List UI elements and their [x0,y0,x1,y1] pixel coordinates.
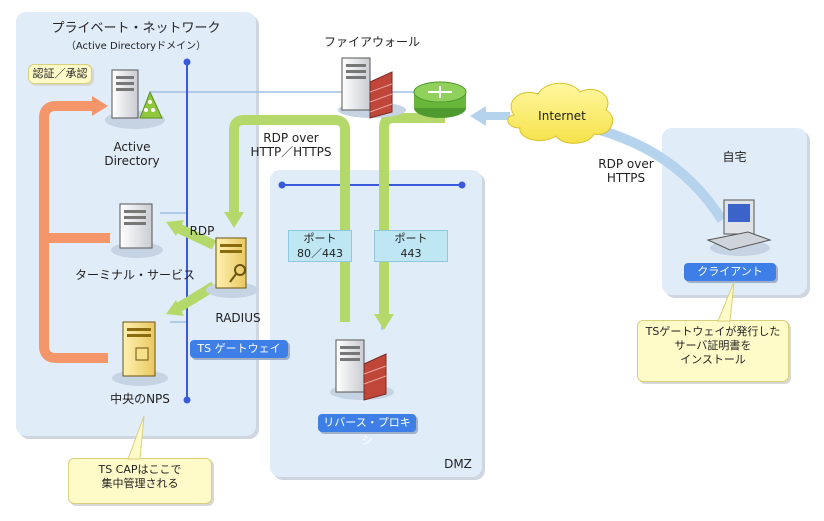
certificate-note: TSゲートウェイが発行した サーバ証明書を インストール [637,320,789,382]
dmz-title: DMZ [444,457,472,471]
rdp-over-http-label-1: RDP over [263,131,319,145]
internet-cloud-icon [507,82,614,144]
certificate-note-line-1: TSゲートウェイが発行した [645,325,781,338]
ts-gateway-server-icon [206,237,258,298]
active-directory-icon [105,69,165,129]
cap-note-line-1: TS CAPはここで [98,463,182,476]
port-80-443-box: ポート 80／443 [288,230,352,262]
auth-arrow-head [92,96,108,116]
rdp-label: RDP [189,224,215,238]
home-title: 自宅 [722,150,747,164]
auth-arrow [39,101,108,363]
ts-gateway-label: TS ゲートウェイ [190,340,288,358]
green-arrow-head-2 [374,314,394,330]
private-network-subtitle: （Active Directoryドメイン） [65,41,207,52]
port-443-box: ポート 443 [374,230,448,262]
certificate-note-line-2: サーバ証明書を [674,339,752,352]
cap-note-line-2: 集中管理される [101,477,179,490]
rdp-over-https-label-1: RDP over [598,157,654,171]
dmz-dot-right [458,181,466,189]
central-nps-icon [112,321,168,386]
client-computer-icon [706,199,772,256]
private-network-title: プライベート・ネットワーク [51,21,221,36]
reverse-proxy-label: リバース・プロキシ [318,414,416,447]
rdp-over-https-label-2: HTTPS [606,171,646,185]
internet-arrow-head [470,106,486,126]
rdp-over-http-label-2: HTTP／HTTPS [250,145,332,159]
reverse-proxy-icon [330,339,394,401]
central-nps-label: 中央のNPS [110,392,170,406]
backbone-dot-top [183,58,191,66]
green-arrows [175,113,445,322]
terminal-services-icon [111,203,163,258]
client-label: クライアント [684,263,776,281]
active-directory-label-1: Active [113,140,151,154]
port-443-label-1: ポート [394,232,428,245]
dmz-dot-left [278,181,286,189]
cap-note: TS CAPはここで 集中管理される [68,458,212,504]
certificate-note-line-3: インストール [680,353,746,366]
firewall-icon [338,57,406,119]
router-icon [413,81,467,118]
port-80-443-label-1: ポート [303,232,337,245]
green-arrow-head-4 [166,300,184,316]
active-directory-label-2: Directory [104,154,160,168]
port-80-443-label-2: 80／443 [297,247,343,260]
green-arrow-head-3 [166,220,184,236]
radius-label: RADIUS [215,311,261,325]
green-arrow-head-1 [224,212,244,228]
firewall-label: ファイアウォール [323,35,420,49]
port-443-label-2: 443 [400,247,422,260]
terminal-services-label: ターミナル・サービス [74,268,195,282]
backbone-dot-bottom [183,396,191,404]
internet-label: Internet [538,109,586,123]
auth-label: 認証／承認 [28,64,92,84]
